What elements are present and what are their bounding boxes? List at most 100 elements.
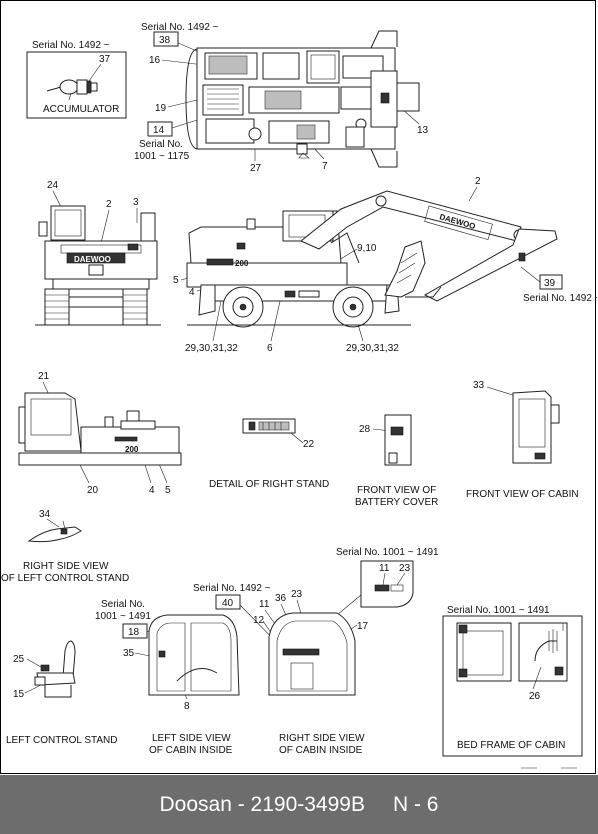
side-view-drawing: 200 DAEWOO [186,190,558,328]
decal-location-diagram: Serial No. 1492 ~ 37 ACCUMULATOR Serial … [1,22,597,769]
callout-26: 26 [529,691,541,702]
callout-37: 37 [99,54,111,65]
callout-2-front: 2 [106,199,112,210]
callout-5-side: 5 [173,275,179,286]
callout-box-38 [153,31,179,47]
callout-36: 36 [275,593,287,604]
control-stand-side-drawing [27,520,82,543]
left-cabin-group: Serial No. 1492 ~ 40 Serial No. 1001 ~ 1… [95,583,286,712]
right-stand-label: DETAIL OF RIGHT STAND [209,479,329,490]
callout-34: 34 [39,509,51,520]
boom-serial: Serial No. 1492 ~ [523,293,597,304]
right-side-view-group: 21 20 4 5 200 [18,371,182,496]
callout-23-top: 23 [399,563,411,574]
callout-5-right: 5 [165,485,171,496]
callout-24: 24 [47,180,59,191]
callout-33: 33 [473,380,485,391]
callout-9-10: 9,10 [357,243,377,254]
callout-15: 15 [13,689,25,700]
cabin-top-drawing [360,560,414,608]
right-stand-group: 22 DETAIL OF RIGHT STAND [209,418,329,490]
right-model: 200 [125,445,139,454]
bed-serial: Serial No. 1001 ~ 1491 [447,605,550,616]
callout-7: 7 [322,161,328,172]
callout-4-right: 4 [149,485,155,496]
side-view-group: 2 9,10 5 4 39 Serial No. 1492 ~ 29,30,31… [173,176,597,354]
battery-label-2: BATTERY COVER [355,497,438,508]
callout-box-14 [147,121,173,137]
left-cabin-serial-b2: 1001 ~ 1491 [95,611,151,622]
seat-drawing [34,640,76,698]
front-brand: DAEWOO [74,255,111,264]
page-footer: Doosan - 2190-3499B N - 6 [0,775,598,834]
right-cabin-drawing [268,612,356,696]
front-cabin-group: 33 FRONT VIEW OF CABIN [466,380,579,500]
right-side-control-group: 34 RIGHT SIDE VIEW OF LEFT CONTROL STAND [1,509,129,584]
bed-frame-drawing [456,622,568,682]
top-view-group: Serial No. 1492 ~ 38 16 19 14 Serial No.… [134,22,429,174]
callout-4-side: 4 [189,287,195,298]
footer-page-number: N - 6 [392,792,439,816]
side-model: 200 [235,259,249,268]
callout-39: 39 [544,278,556,289]
right-side-label-1: RIGHT SIDE VIEW [23,561,109,572]
callout-28: 28 [359,424,371,435]
callout-11-top: 11 [379,563,390,574]
right-side-label-2: OF LEFT CONTROL STAND [1,573,129,584]
callout-18: 18 [128,627,140,638]
battery-label-1: FRONT VIEW OF [357,485,436,496]
callout-12: 12 [253,615,265,626]
front-cabin-drawing [512,390,560,464]
bed-frame-label: BED FRAME OF CABIN [457,740,565,751]
left-control-stand-label: LEFT CONTROL STAND [6,735,118,746]
top-serial-1001: Serial No. [139,139,183,150]
top-serial-range: 1001 ~ 1175 [134,151,190,162]
accumulator-drawing [46,79,98,101]
accumulator-serial: Serial No. 1492 ~ [32,40,110,51]
bed-frame-group: Serial No. 1001 ~ 1491 26 BED FRAME OF C… [442,605,583,757]
callout-16: 16 [149,55,161,66]
right-cabin-group: Serial No. 1001 ~ 1491 11 23 23 36 11 12… [253,547,439,696]
callout-29-32-left: 29,30,31,32 [185,343,238,354]
front-view-group: 24 2 3 DAEWOO [35,180,161,326]
callout-40: 40 [222,598,234,609]
left-cabin-label-1: LEFT SIDE VIEW [152,733,231,744]
right-cabin-label-1: RIGHT SIDE VIEW [279,733,365,744]
callout-21: 21 [38,371,50,382]
callout-25: 25 [13,654,25,665]
callout-27: 27 [250,163,262,174]
accumulator-label: ACCUMULATOR [43,104,119,115]
callout-8: 8 [184,701,190,712]
callout-38: 38 [159,35,171,46]
callout-35: 35 [123,648,135,659]
callout-14: 14 [153,125,165,136]
right-stand-drawing [242,418,296,434]
callout-13: 13 [417,125,429,136]
front-cabin-label: FRONT VIEW OF CABIN [466,489,579,500]
callout-6: 6 [267,343,273,354]
callout-17: 17 [357,621,369,632]
callout-19: 19 [155,103,167,114]
callout-3: 3 [133,197,139,208]
right-side-drawing: 200 [18,392,182,466]
footer-document: Doosan - 2190-3499B [159,792,365,816]
battery-cover-drawing [384,414,412,466]
accumulator-group: Serial No. 1492 ~ 37 ACCUMULATOR [26,40,127,119]
battery-cover-group: 28 FRONT VIEW OF BATTERY COVER [355,414,438,508]
right-cabin-label-2: OF CABIN INSIDE [279,745,363,756]
callout-20: 20 [87,485,99,496]
callout-box-40 [215,594,241,610]
callout-23: 23 [291,589,303,600]
left-cabin-serial-a: Serial No. 1492 ~ [193,583,271,594]
cabin-top-serial: Serial No. 1001 ~ 1491 [336,547,439,558]
left-cabin-drawing [148,614,240,696]
top-view-drawing [185,30,420,168]
parts-sheet: Serial No. 1492 ~ 37 ACCUMULATOR Serial … [0,0,597,774]
callout-29-32-right: 29,30,31,32 [346,343,399,354]
left-cabin-label-2: OF CABIN INSIDE [149,745,233,756]
callout-11: 11 [259,599,270,610]
front-view-drawing: DAEWOO [35,205,161,326]
callout-2-boom: 2 [475,176,481,187]
top-serial-1492: Serial No. 1492 ~ [141,22,219,33]
left-control-stand-group: 25 15 LEFT CONTROL STAND [6,640,118,746]
